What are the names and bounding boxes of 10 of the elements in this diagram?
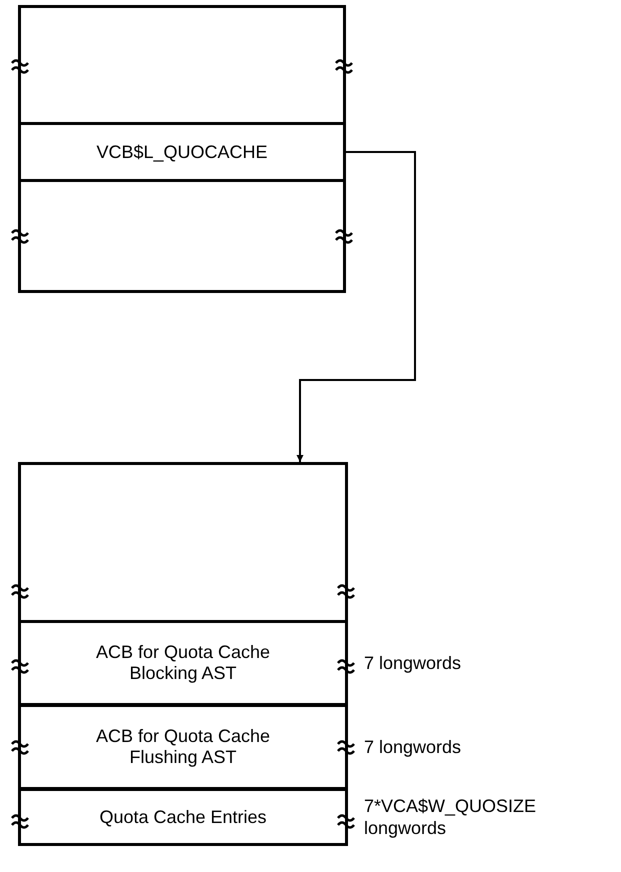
structure-box (18, 5, 346, 293)
size-note: 7*VCA$W_QUOSIZE longwords (364, 795, 538, 839)
field-label: ACB for Quota Cache Blocking AST (21, 620, 345, 706)
size-note: 7 longwords (364, 652, 462, 674)
field-label: Quota Cache Entries (21, 788, 345, 846)
field-label: VCB$L_QUOCACHE (21, 122, 343, 182)
pointer-arrow (296, 151, 416, 462)
structure-box (18, 462, 348, 846)
field-label: ACB for Quota Cache Flushing AST (21, 704, 345, 790)
size-note: 7 longwords (364, 736, 462, 758)
